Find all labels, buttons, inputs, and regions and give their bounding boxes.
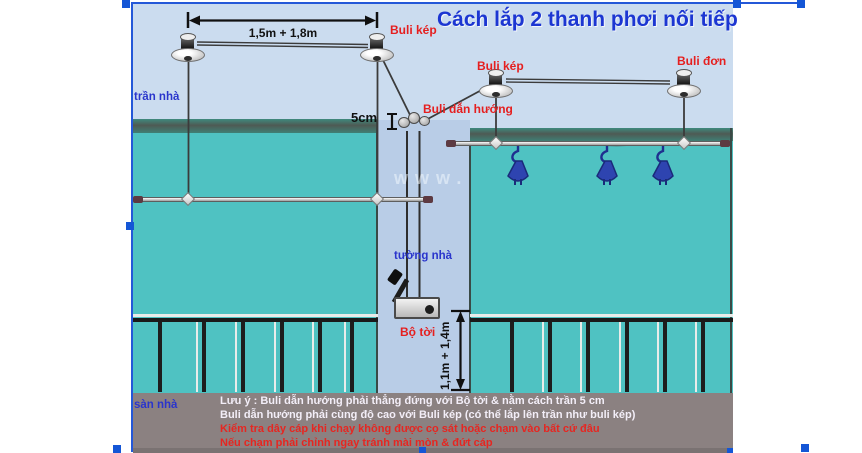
right-fence-highlight — [470, 314, 733, 317]
fence-bar — [663, 322, 667, 392]
right-ceiling-band — [470, 128, 733, 141]
rod-end-cap — [720, 140, 730, 147]
clothes-hanger-icon — [592, 146, 622, 195]
double-pulley-icon — [479, 69, 513, 98]
fence-bar-highlight — [657, 322, 659, 392]
left-wall-edge-line — [376, 120, 378, 393]
fence-bar — [625, 322, 629, 392]
note-line-4: Nếu chạm phải chỉnh ngay tránh mài mòn &… — [220, 437, 493, 449]
winch-body — [394, 297, 440, 319]
selection-handle[interactable] — [727, 448, 733, 453]
left-wall — [133, 119, 378, 393]
label-tuong-nha: tường nhà — [394, 250, 453, 262]
selection-border-top — [131, 2, 803, 4]
pulley-base — [479, 84, 513, 98]
floor — [133, 393, 733, 448]
label-bo-toi: Bộ tời — [400, 325, 436, 339]
double-pulley-icon — [171, 33, 205, 62]
pulley-base — [360, 48, 394, 62]
fence-bar — [202, 322, 206, 392]
double-pulley-icon — [360, 33, 394, 62]
left-drying-rod — [136, 197, 432, 202]
ceiling-gap-label: 5cm — [351, 110, 378, 125]
fence-bar — [318, 322, 322, 392]
selection-handle[interactable] — [122, 0, 130, 8]
selection-handle[interactable] — [733, 0, 741, 8]
rod-end-cap — [423, 196, 433, 203]
left-ceiling-band — [133, 119, 378, 133]
fence-bar-highlight — [344, 322, 346, 392]
far-right-wall-edge-line — [730, 128, 732, 393]
selection-handle[interactable] — [801, 444, 809, 452]
side-dimension-label: 1,1m + 1,4m — [438, 321, 452, 390]
fence-bar-highlight — [312, 322, 314, 392]
clothes-hanger-icon — [503, 146, 533, 195]
fence-bar — [241, 322, 245, 392]
fence-bar — [510, 322, 514, 392]
label-tran-nha: trần nhà — [134, 91, 180, 103]
note-line-1: Lưu ý : Buli dẫn hướng phải thẳng đứng v… — [220, 395, 605, 407]
diagram-title: Cách lắp 2 thanh phơi nối tiếp — [437, 8, 738, 31]
fence-bar — [158, 322, 162, 392]
label-buli-dan-huong: Buli dẫn hướng — [423, 102, 513, 116]
selection-handle[interactable] — [419, 447, 426, 453]
rod-end-cap — [133, 196, 143, 203]
winch — [385, 268, 445, 322]
selection-handle[interactable] — [797, 0, 805, 8]
wall-gap-strip — [378, 120, 470, 393]
selection-handle[interactable] — [113, 445, 121, 453]
label-buli-don: Buli đơn — [677, 54, 727, 68]
label-buli-kep-1: Buli kép — [390, 23, 437, 37]
label-buli-kep-2: Buli kép — [477, 59, 524, 73]
fence-bar-highlight — [695, 322, 697, 392]
rod-end-cap — [446, 140, 456, 147]
clothes-hanger-icon — [648, 146, 678, 195]
fence-bar-highlight — [235, 322, 237, 392]
fence-bar-highlight — [619, 322, 621, 392]
single-pulley-icon — [667, 69, 701, 98]
right-fence-rail — [470, 318, 733, 322]
right-wall-edge-line — [469, 141, 471, 393]
fence-bar — [548, 322, 552, 392]
fence-bar — [350, 322, 354, 392]
fence-bar-highlight — [196, 322, 198, 392]
fence-bar — [701, 322, 705, 392]
fence-bar-highlight — [274, 322, 276, 392]
left-fence-rail — [133, 318, 378, 322]
floor-bottom-edge — [133, 448, 733, 453]
fence-bar — [280, 322, 284, 392]
selection-handle[interactable] — [126, 222, 134, 230]
label-san-nha: sàn nhà — [134, 399, 178, 411]
pulley-base — [171, 48, 205, 62]
guide-pulley-icon — [419, 116, 430, 126]
left-fence-highlight — [133, 314, 378, 317]
note-line-2: Buli dẫn hướng phải cùng độ cao với Buli… — [220, 409, 636, 421]
fence-bar-highlight — [542, 322, 544, 392]
pulley-base — [667, 84, 701, 98]
right-drying-rod — [448, 141, 730, 146]
watermark-text: www. — [394, 168, 469, 188]
fence-bar-highlight — [580, 322, 582, 392]
note-line-3: Kiểm tra dây cáp khi chạy không được cọ … — [220, 423, 600, 435]
fence-bar — [586, 322, 590, 392]
winch-drum — [425, 305, 434, 314]
top-dimension-label: 1,5m + 1,8m — [248, 26, 318, 40]
